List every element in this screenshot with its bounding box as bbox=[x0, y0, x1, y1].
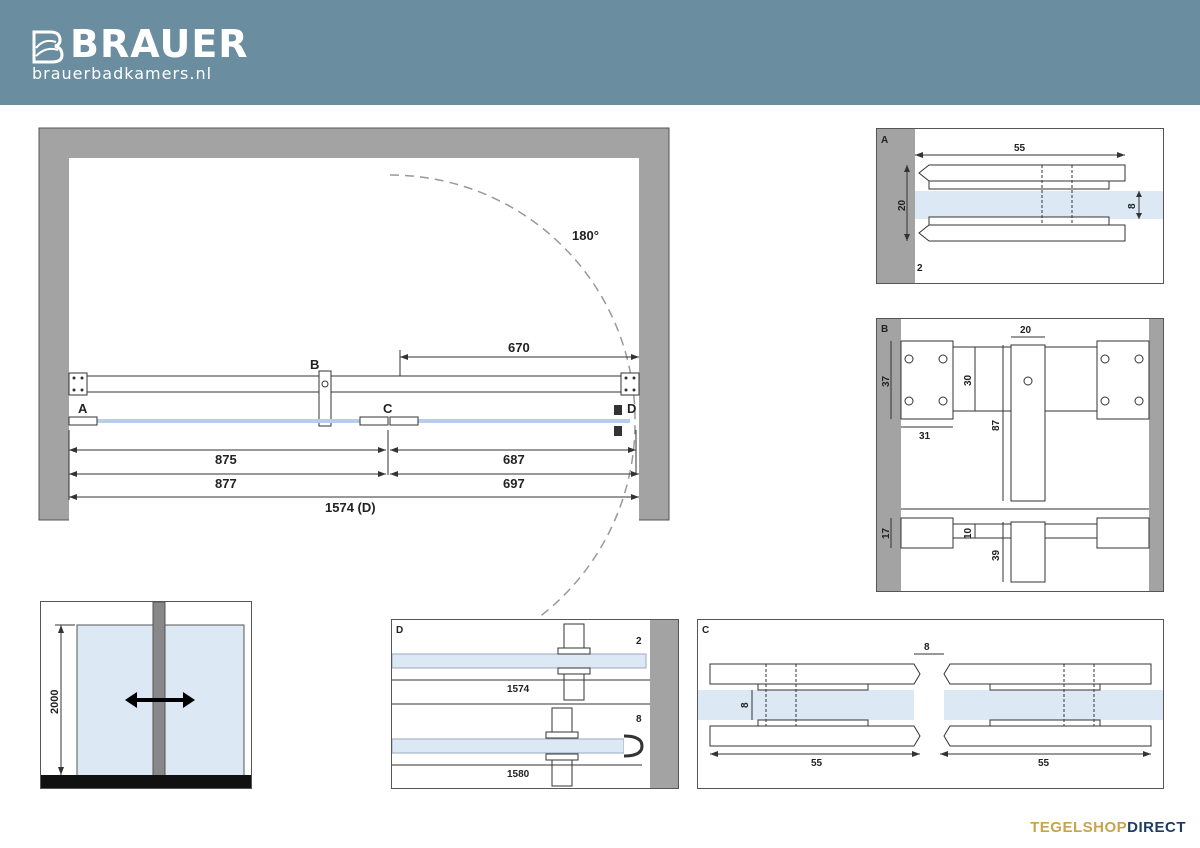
detail-c-panel: C 8 8 55 55 bbox=[697, 619, 1164, 789]
detail-b-87: 87 bbox=[991, 419, 1002, 431]
clamp-b bbox=[318, 370, 332, 427]
angle-label: 180° bbox=[572, 228, 599, 243]
detail-d-panel: D 1574 2 1580 8 bbox=[391, 619, 679, 789]
detail-b-30: 30 bbox=[963, 374, 974, 386]
detail-b-20: 20 bbox=[1020, 325, 1032, 336]
detail-d-seal: 8 bbox=[636, 714, 642, 725]
detail-c-label: C bbox=[702, 625, 709, 636]
detail-a-glass: 8 bbox=[1127, 203, 1138, 209]
front-view-panel: 2000 bbox=[40, 601, 252, 789]
direct-text: DIRECT bbox=[1127, 819, 1186, 836]
dim-877: 877 bbox=[215, 476, 237, 491]
detail-c-glass: 8 bbox=[740, 702, 751, 708]
room-interior bbox=[69, 158, 639, 520]
detail-b-37: 37 bbox=[881, 375, 892, 387]
detail-b-31: 31 bbox=[919, 431, 931, 442]
header-bar: BRAUER brauerbadkamers.nl bbox=[0, 0, 1200, 105]
slide-direction-icon bbox=[125, 692, 195, 708]
label-c: C bbox=[383, 401, 393, 416]
dim-2000: 2000 bbox=[49, 690, 61, 714]
brand-name: BRAUER bbox=[70, 22, 249, 66]
dim-total: 1574 (D) bbox=[325, 500, 376, 515]
label-a: A bbox=[78, 401, 88, 416]
dim-697: 697 bbox=[503, 476, 525, 491]
dim-687: 687 bbox=[503, 452, 525, 467]
detail-a-width: 55 bbox=[1014, 143, 1026, 154]
door-frame-post bbox=[152, 602, 166, 778]
tegelshop-logo: TEGELSHOPDIRECT bbox=[1030, 819, 1186, 836]
floor bbox=[41, 775, 251, 788]
detail-b-label: B bbox=[881, 324, 888, 335]
label-d: D bbox=[627, 401, 636, 416]
detail-a-panel: A 55 20 8 2 bbox=[876, 128, 1164, 284]
detail-b-10: 10 bbox=[963, 527, 974, 539]
brand-url: brauerbadkamers.nl bbox=[32, 64, 213, 83]
tegelshop-text: TEGELSHOP bbox=[1030, 819, 1128, 836]
dim-875: 875 bbox=[215, 452, 237, 467]
detail-c-left: 55 bbox=[811, 758, 823, 769]
detail-c-right: 55 bbox=[1038, 758, 1050, 769]
detail-a-height: 20 bbox=[897, 199, 908, 211]
dim-670: 670 bbox=[508, 340, 530, 355]
detail-d-1580: 1580 bbox=[507, 769, 530, 780]
top-rail bbox=[85, 375, 623, 393]
detail-d-label: D bbox=[396, 625, 403, 636]
detail-b-17: 17 bbox=[881, 527, 892, 539]
detail-c-gap: 8 bbox=[924, 642, 930, 653]
detail-a-label: A bbox=[881, 135, 888, 146]
label-b: B bbox=[310, 357, 319, 372]
detail-d-1574: 1574 bbox=[507, 684, 530, 695]
detail-a-gap: 2 bbox=[917, 263, 923, 274]
brauer-logo-icon bbox=[32, 30, 64, 64]
detail-b-39: 39 bbox=[991, 549, 1002, 561]
detail-b-panel: B 20 37 30 87 31 17 10 39 bbox=[876, 318, 1164, 592]
detail-d-gap: 2 bbox=[636, 636, 642, 647]
